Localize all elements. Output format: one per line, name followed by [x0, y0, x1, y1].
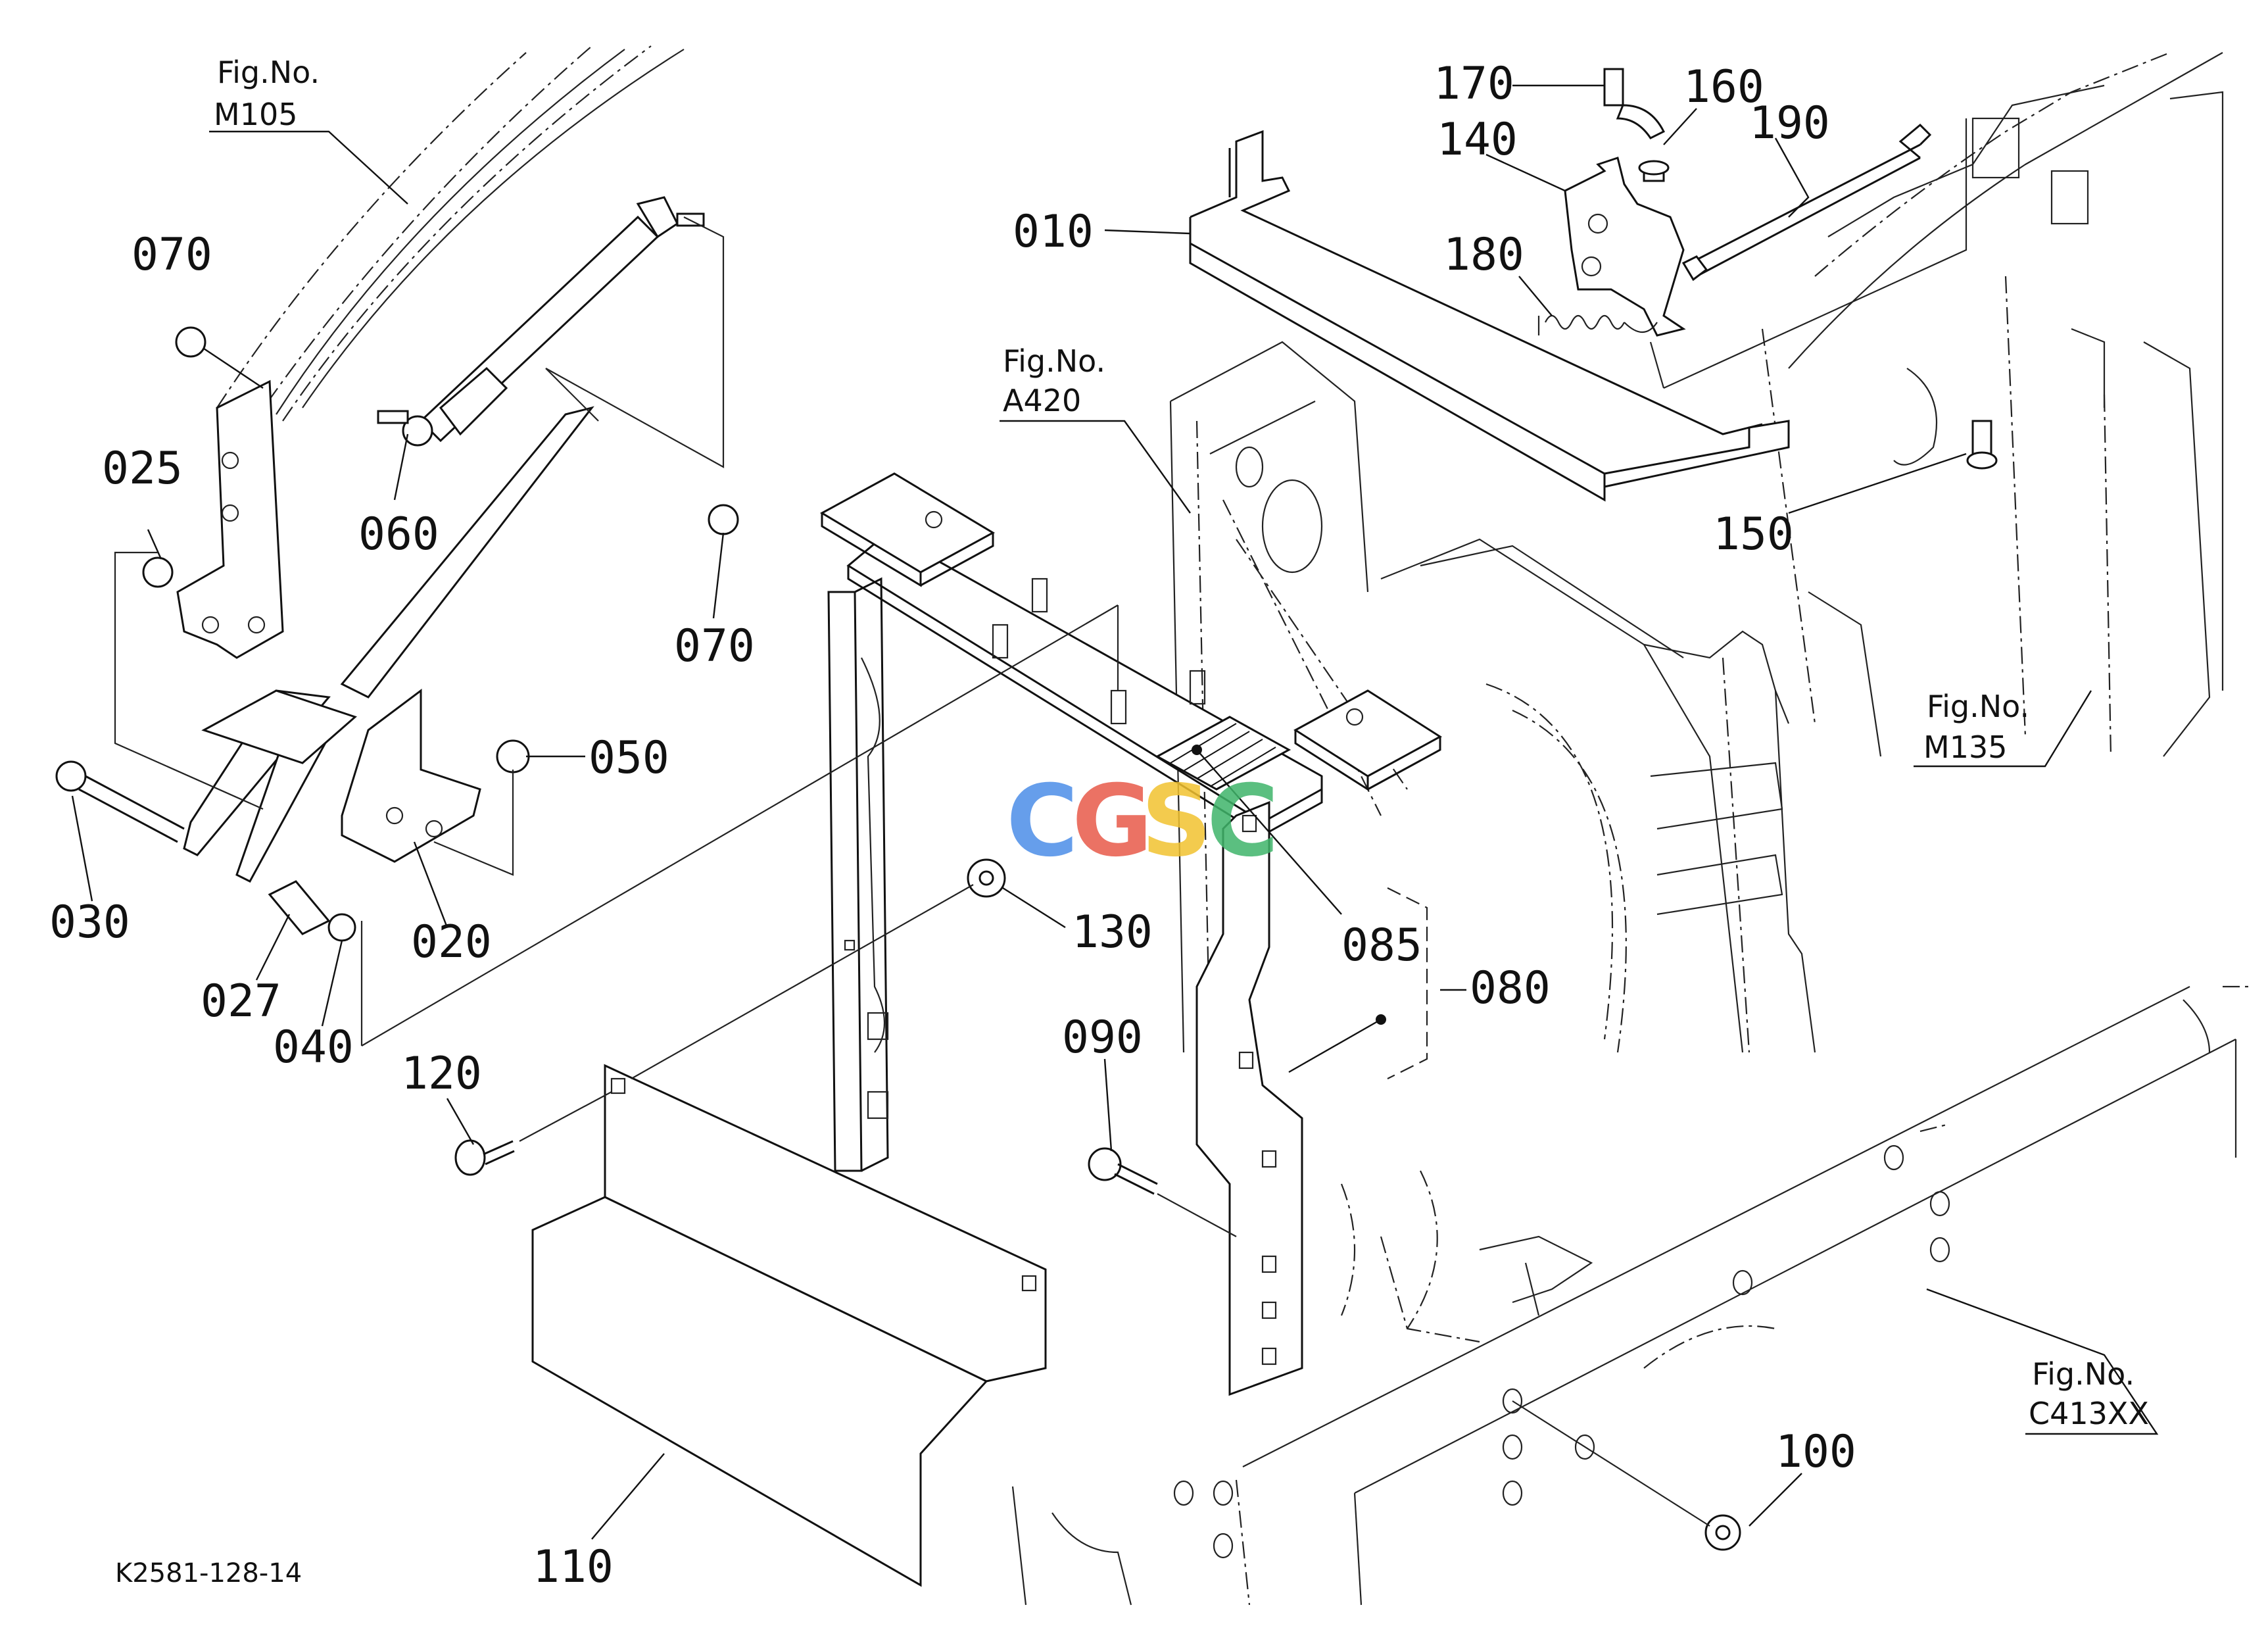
watermark-letter-s: S [1141, 764, 1212, 879]
ref-a420-code: A420 [1003, 383, 1081, 418]
label-070-right: 070 [674, 620, 755, 672]
label-110: 110 [533, 1541, 614, 1593]
ref-m135-label: Fig.No. [1927, 689, 2029, 724]
label-020: 020 [411, 916, 492, 968]
label-090: 090 [1062, 1012, 1143, 1064]
ref-m105-label: Fig.No. [217, 55, 320, 90]
lever-assembly [1537, 68, 1932, 337]
label-140: 140 [1437, 114, 1518, 166]
label-060: 060 [358, 508, 439, 560]
hardware [454, 420, 1998, 1551]
drawing-code: K2581-128-14 [115, 1558, 302, 1588]
label-080: 080 [1470, 962, 1551, 1014]
label-070-left: 070 [132, 229, 212, 281]
part-010-bar [1189, 130, 1790, 502]
ref-m135-code: M135 [1923, 729, 2008, 765]
ref-a420-label: Fig.No. [1003, 343, 1105, 379]
label-010: 010 [1013, 206, 1094, 258]
ref-c413xx-label: Fig.No. [2032, 1356, 2135, 1392]
left-linkage [55, 196, 739, 942]
leader-lines [71, 84, 2159, 1540]
ref-m105-code: M105 [214, 97, 298, 132]
label-025: 025 [102, 443, 183, 495]
watermark-letter-c2: C [1207, 764, 1279, 879]
label-027: 027 [201, 975, 281, 1027]
label-190: 190 [1749, 97, 1830, 149]
figure-references: Fig.No. M105 Fig.No. A420 Fig.No. M135 F… [214, 55, 2149, 1431]
main-bracket [819, 472, 1442, 1396]
label-170: 170 [1434, 58, 1514, 110]
label-120: 120 [401, 1048, 482, 1100]
part-110-plate [531, 1064, 1047, 1587]
label-040: 040 [273, 1021, 354, 1073]
watermark-letter-g: G [1072, 764, 1153, 879]
label-130: 130 [1072, 906, 1153, 958]
part-labels: 010 020 025 027 030 040 050 060 070 070 … [49, 58, 1856, 1593]
label-180: 180 [1443, 229, 1524, 281]
label-050: 050 [589, 732, 669, 784]
label-085: 085 [1341, 920, 1422, 971]
ref-c413xx-code: C413XX [2029, 1396, 2149, 1431]
label-150: 150 [1713, 508, 1794, 560]
watermark: C G S C [1006, 764, 1279, 879]
label-030: 030 [49, 897, 130, 948]
label-160: 160 [1683, 61, 1764, 113]
machine-outline [216, 45, 2249, 1606]
label-100: 100 [1775, 1426, 1856, 1478]
watermark-letter-c1: C [1006, 764, 1078, 879]
